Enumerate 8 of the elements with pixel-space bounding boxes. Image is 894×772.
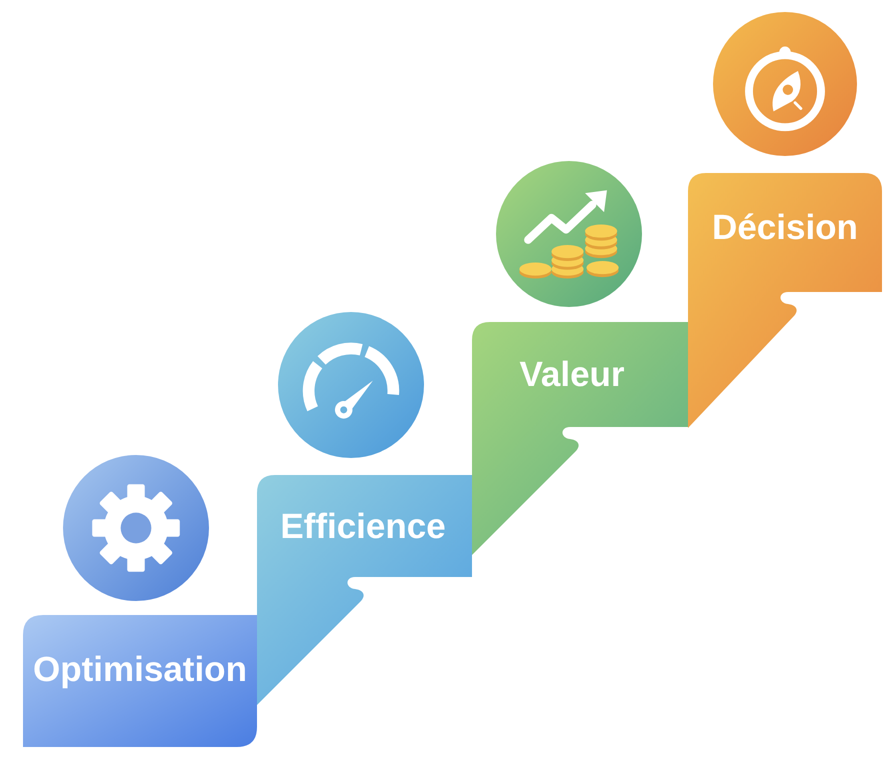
step-label: Efficience [280, 508, 446, 546]
step-label: Optimisation [33, 650, 247, 690]
step-label: Décision [712, 208, 858, 248]
stair-step [23, 615, 257, 747]
stair-step [257, 475, 472, 705]
step-label: Valeur [519, 356, 625, 394]
stair-step [688, 173, 882, 428]
stair-step [472, 322, 688, 555]
